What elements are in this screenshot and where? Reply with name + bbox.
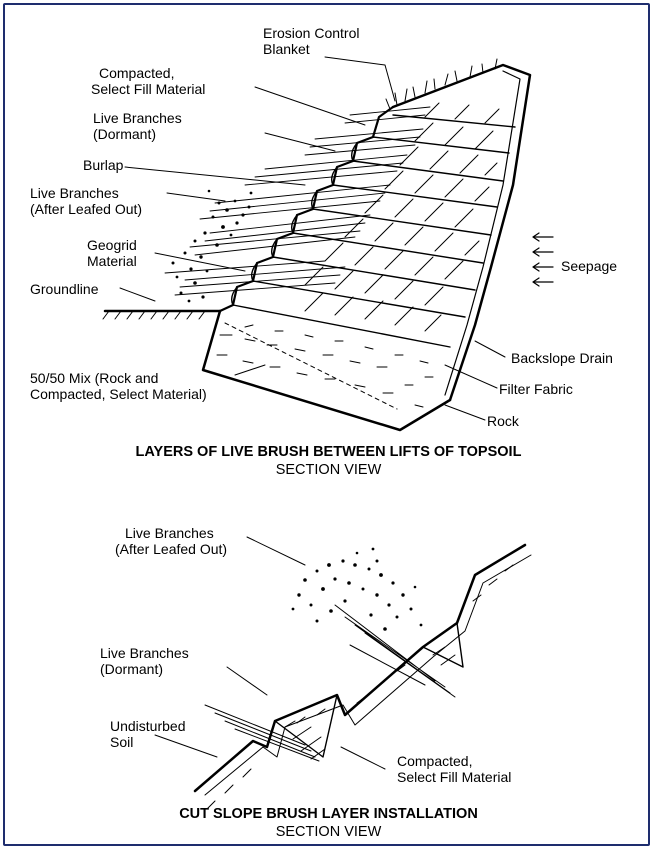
label-live-branches-leafed-2: Live Branches (After Leafed Out) [115,525,227,557]
label-live-branches-dormant-1: Live Branches (Dormant) [93,110,182,142]
label-erosion-control-blanket: Erosion Control Blanket [263,25,360,57]
figure-2-title: CUT SLOPE BRUSH LAYER INSTALLATION [5,805,650,823]
label-live-branches-leafed-1: Live Branches (After Leafed Out) [30,185,142,217]
label-backslope-drain: Backslope Drain [511,350,613,366]
figure-2-title-block: CUT SLOPE BRUSH LAYER INSTALLATION SECTI… [5,805,650,841]
label-compacted-select-fill-2: Compacted, Select Fill Material [397,753,511,785]
figure-2-subtitle: SECTION VIEW [5,823,650,841]
label-groundline: Groundline [30,281,99,297]
label-compacted-select-fill-1: Compacted, Select Fill Material [91,65,205,97]
diagram-frame: Erosion Control Blanket Compacted, Selec… [3,3,650,846]
figure-1-subtitle: SECTION VIEW [5,461,650,479]
figure-1-title-block: LAYERS OF LIVE BRUSH BETWEEN LIFTS OF TO… [5,443,650,479]
label-seepage: Seepage [561,258,617,274]
label-rock: Rock [487,413,519,429]
label-geogrid-material: Geogrid Material [87,237,137,269]
label-burlap: Burlap [83,157,123,173]
figure-1-title: LAYERS OF LIVE BRUSH BETWEEN LIFTS OF TO… [5,443,650,461]
label-undisturbed-soil: Undisturbed Soil [110,718,186,750]
label-50-50-mix: 50/50 Mix (Rock and Compacted, Select Ma… [30,370,207,402]
label-live-branches-dormant-2: Live Branches (Dormant) [100,645,189,677]
label-filter-fabric: Filter Fabric [499,381,573,397]
